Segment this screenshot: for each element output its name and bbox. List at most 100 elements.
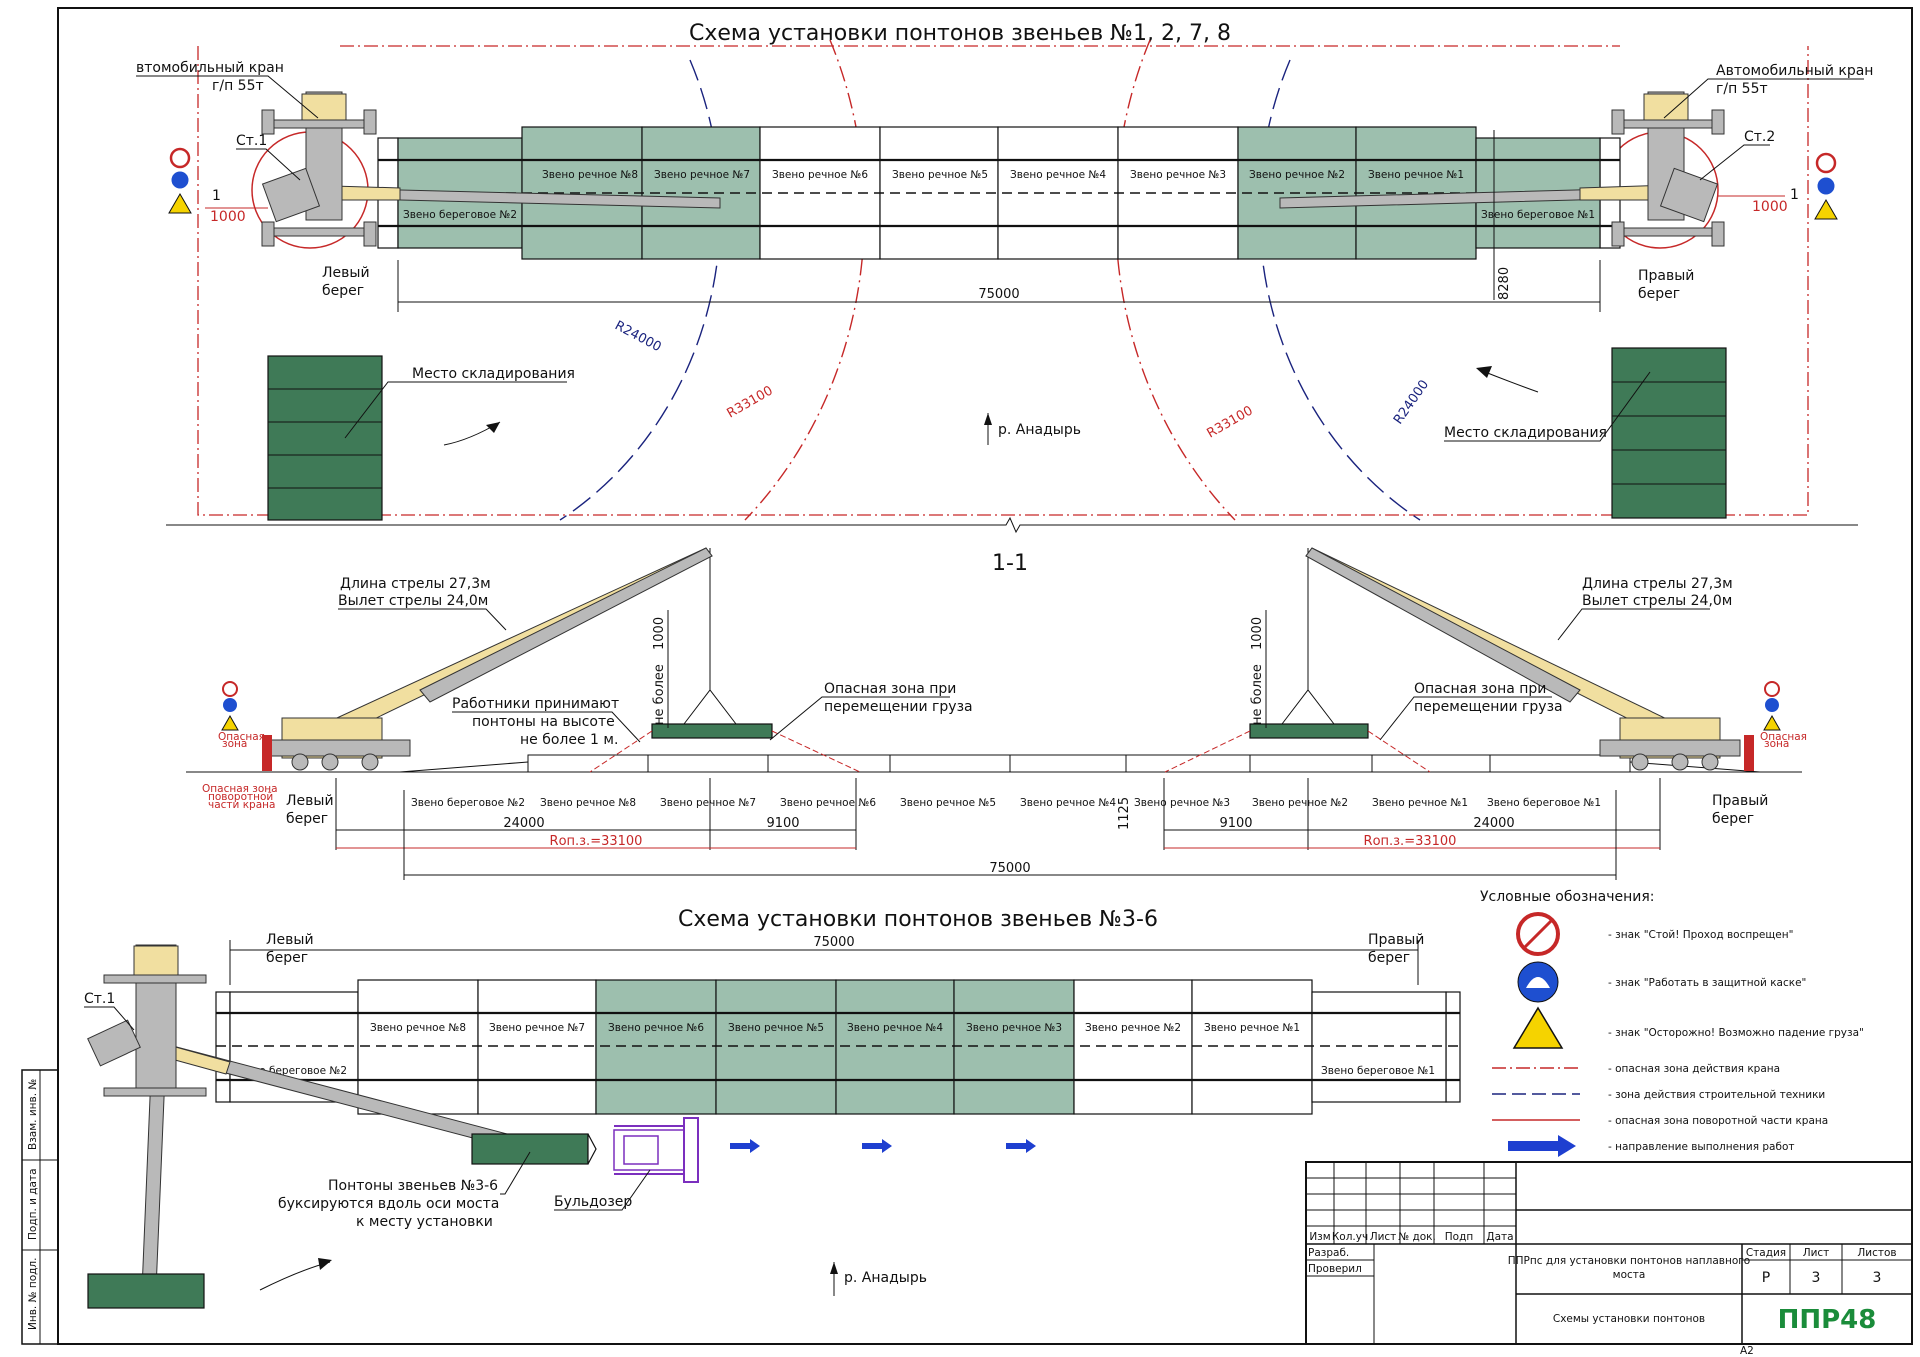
seg-bot-5 bbox=[835, 979, 955, 1115]
zone-note-right-2: зона bbox=[1764, 738, 1789, 750]
dim-top-8280: 8280 bbox=[1497, 267, 1512, 300]
legend-item-1: - знак "Работать в защитной каске" bbox=[1608, 977, 1806, 989]
bulldozer-label: Бульдозер bbox=[554, 1194, 632, 1210]
r24000-right: R24000 bbox=[1391, 377, 1432, 427]
workers-3: не более 1 м. bbox=[520, 732, 618, 748]
arc-r33100-left bbox=[744, 39, 865, 521]
direction-arrow-icon bbox=[730, 1139, 760, 1153]
tb-project-1: ППРпс для установки понтонов наплавного bbox=[1508, 1255, 1750, 1267]
stop-sign-icon bbox=[1815, 152, 1837, 174]
limit-text-left: не более bbox=[652, 664, 667, 725]
crane-danger-outline bbox=[197, 46, 1809, 516]
tb-project-2: моста bbox=[1613, 1269, 1646, 1281]
tb-col-5: Дата bbox=[1486, 1231, 1513, 1243]
section-pontoons bbox=[399, 754, 1761, 773]
tb-format: А2 bbox=[1740, 1345, 1754, 1357]
sec-seg-6: Звено речное №3 bbox=[1134, 797, 1230, 809]
tb-sheets: 3 bbox=[1873, 1270, 1882, 1286]
tb-sheets-h: Листов bbox=[1857, 1247, 1896, 1259]
towed-pontoons bbox=[471, 1133, 589, 1165]
direction-arrow-icon bbox=[1006, 1139, 1036, 1153]
title-block: Изм Кол.уч Лист № док. Подп Дата Разраб.… bbox=[1305, 1161, 1913, 1357]
crane-bottom bbox=[87, 944, 531, 1291]
dim-24000-left: 24000 bbox=[503, 816, 544, 831]
legend-item-5: - опасная зона поворотной части крана bbox=[1608, 1115, 1828, 1127]
dim-bottom-75000: 75000 bbox=[813, 935, 854, 950]
seg-top-label-4: Звено речное №5 bbox=[892, 169, 988, 181]
left-bank-bottom-1: Левый bbox=[266, 932, 314, 948]
seg-top-label-1: Звено речное №8 bbox=[542, 169, 638, 181]
helmet-sign-icon bbox=[223, 698, 237, 712]
st2-top: Ст.2 bbox=[1744, 129, 1775, 145]
seg-bot-label-1: Звено речное №8 bbox=[370, 1022, 466, 1034]
seg-bot-label-8: Звено речное №1 bbox=[1204, 1022, 1300, 1034]
signs-section-left bbox=[221, 681, 239, 731]
tow-note-3: к месту установки bbox=[356, 1214, 493, 1230]
legend-title: Условные обозначения: bbox=[1480, 889, 1654, 905]
tb-sheet: 3 bbox=[1812, 1270, 1821, 1286]
crane-top-left bbox=[261, 91, 377, 247]
storage-bottom bbox=[87, 1273, 205, 1309]
seg-bot-4 bbox=[715, 979, 837, 1115]
legend-item-2: - знак "Осторожно! Возможно падение груз… bbox=[1608, 1027, 1864, 1039]
tb-col-2: Лист bbox=[1370, 1231, 1397, 1243]
r24000-left: R24000 bbox=[612, 318, 664, 355]
r-op-left: Rоп.з.=33100 bbox=[550, 834, 643, 849]
sec-seg-5: Звено речное №4 bbox=[1020, 797, 1116, 809]
crane-right-label-2: г/п 55т bbox=[1716, 81, 1768, 97]
right-bank-section-1: Правый bbox=[1712, 793, 1768, 809]
seg-bot-1 bbox=[357, 979, 479, 1115]
tow-note-1: Понтоны звеньев №3-6 bbox=[328, 1178, 498, 1194]
tb-sheet-title: Схемы установки понтонов bbox=[1553, 1313, 1705, 1325]
dim-9100-left: 9100 bbox=[766, 816, 799, 831]
seg-bot-label-6: Звено речное №3 bbox=[966, 1022, 1062, 1034]
crane-left-label-1: втомобильный кран bbox=[136, 60, 284, 76]
left-bank-section-1: Левый bbox=[286, 793, 334, 809]
seg-top-label-8: Звено речное №1 bbox=[1368, 169, 1464, 181]
legend-arrow-icon bbox=[1508, 1135, 1576, 1157]
seg-bot-label-3: Звено речное №6 bbox=[608, 1022, 704, 1034]
left-bank-top-1: Левый bbox=[322, 265, 370, 281]
seg-bot-label-2: Звено речное №7 bbox=[489, 1022, 585, 1034]
left-bank-bottom-2: берег bbox=[266, 950, 308, 966]
sec-seg-8: Звено речное №1 bbox=[1372, 797, 1468, 809]
right-bank-section-2: берег bbox=[1712, 811, 1754, 827]
right-bank-top-2: берег bbox=[1638, 286, 1680, 302]
load-fall-sign-icon bbox=[1763, 714, 1781, 731]
work-direction-arrows bbox=[730, 1139, 1036, 1153]
seg-bot-label-9: Звено береговое №1 bbox=[1321, 1065, 1435, 1077]
stamp-replace: Взам. инв. № bbox=[27, 1079, 39, 1150]
river-top: р. Анадырь bbox=[998, 422, 1081, 438]
helmet-sign-icon bbox=[1765, 698, 1779, 712]
seg-bot-8 bbox=[1191, 979, 1313, 1115]
dim-9100-right: 9100 bbox=[1219, 816, 1252, 831]
top-plan-title: Схема установки понтонов звеньев №1, 2, … bbox=[689, 21, 1231, 46]
zone-note-left-2: зона bbox=[222, 738, 247, 750]
legend-item-4: - зона действия строительной техники bbox=[1608, 1089, 1825, 1101]
crane-section-right bbox=[1305, 547, 1754, 771]
tb-col-3: № док. bbox=[1398, 1231, 1436, 1243]
helmet-sign-icon bbox=[1816, 176, 1836, 196]
section-segment-labels: Звено береговое №2 Звено речное №8 Звено… bbox=[411, 797, 1601, 809]
break-line bbox=[166, 516, 1858, 534]
right-bank-bottom-1: Правый bbox=[1368, 932, 1424, 948]
storage-left-label: Место складирования bbox=[412, 366, 575, 382]
seg-bot-9 bbox=[1311, 991, 1447, 1103]
dim-1000-left: 1000 bbox=[210, 209, 246, 225]
danger-left-1: Опасная зона при bbox=[824, 681, 956, 697]
signs-section-right bbox=[1763, 681, 1781, 731]
seg-bot-label-7: Звено речное №2 bbox=[1085, 1022, 1181, 1034]
boom-right-2: Вылет стрелы 24,0м bbox=[1582, 593, 1732, 609]
crane-left-label-2: г/п 55т bbox=[212, 78, 264, 94]
load-fall-sign-icon bbox=[1814, 199, 1838, 220]
bottom-plan-title: Схема установки понтонов звеньев №3-6 bbox=[678, 907, 1158, 932]
seg-top-label-5: Звено речное №4 bbox=[1010, 169, 1106, 181]
dim-top-75000: 75000 bbox=[978, 287, 1019, 302]
boom-left-1: Длина стрелы 27,3м bbox=[340, 576, 491, 592]
danger-right-2: перемещении груза bbox=[1414, 699, 1563, 715]
storage-right-label: Место складирования bbox=[1444, 425, 1607, 441]
st1-top: Ст.1 bbox=[236, 133, 267, 149]
seg-top-label-9: Звено береговое №1 bbox=[1481, 209, 1595, 221]
stop-sign-icon bbox=[169, 147, 191, 169]
